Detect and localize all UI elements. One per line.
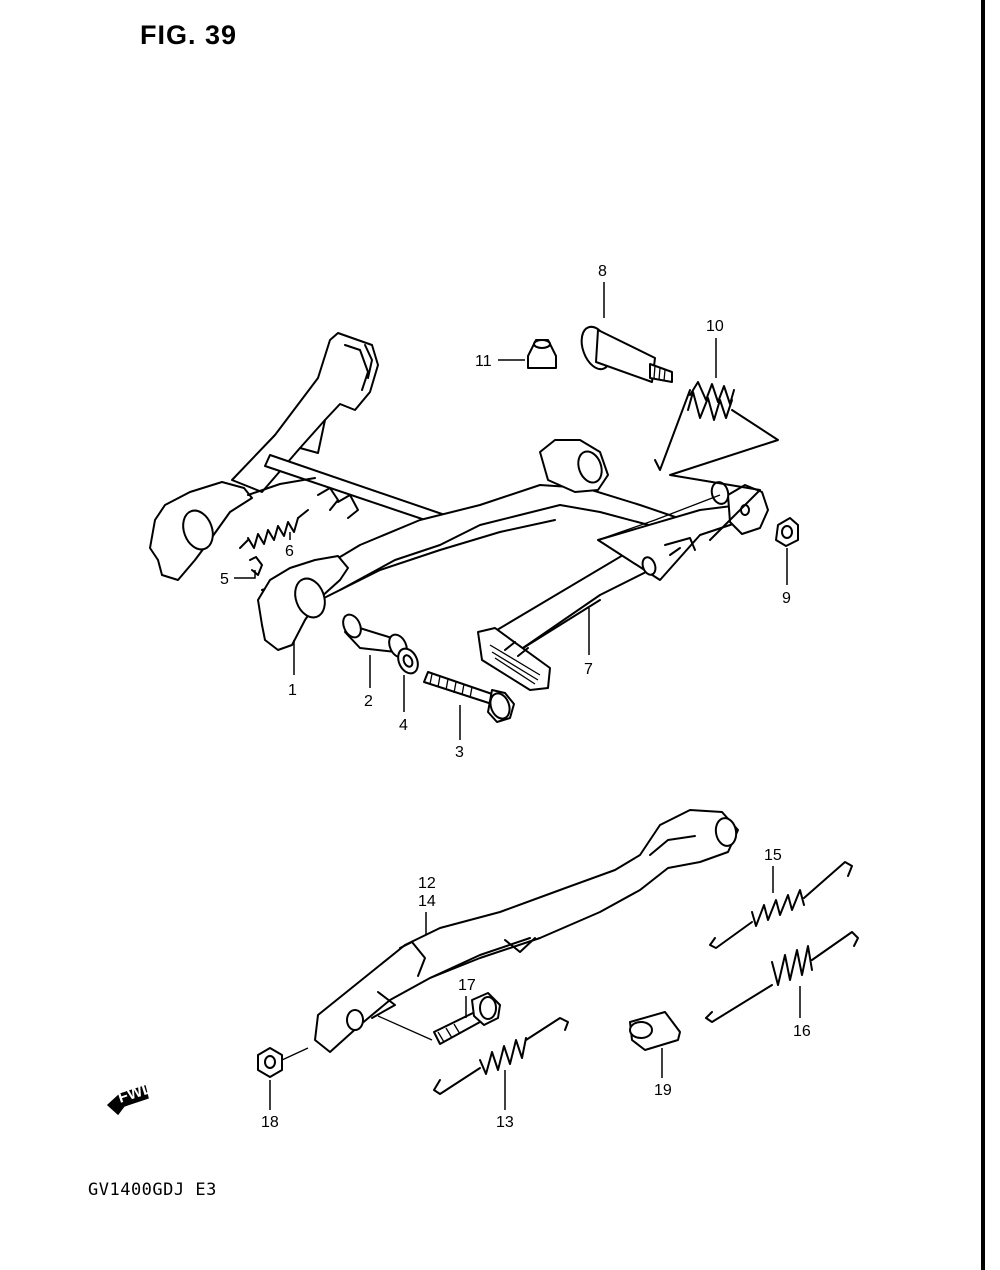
leader-5 [234,570,256,579]
part-19-collar [629,1011,681,1051]
part-3-bolt [423,671,515,723]
part-5-cotter-pin [249,556,263,576]
part-15-spring [709,861,853,949]
callout-10: 10 [706,318,724,335]
callout-6: 6 [285,543,294,560]
callout-18: 18 [261,1114,279,1131]
callout-7: 7 [584,661,593,678]
callout-4: 4 [399,717,408,734]
callout-11: 11 [475,353,492,370]
dashed-guide-12 [377,1015,433,1041]
callout-16: 16 [793,1023,811,1040]
part-7-pedal-arm [477,481,769,691]
part-8-pivot-pin [580,325,673,383]
callout-9: 9 [782,590,791,607]
callout-14: 14 [418,893,436,910]
part-11-rubber-cap [527,339,557,369]
callout-8: 8 [598,263,607,280]
part-9-nut [775,517,799,547]
page-border [981,0,985,1270]
part-4-washer [397,647,419,675]
part-12-side-stand [314,809,739,1053]
callout-19: 19 [654,1082,672,1099]
dashed-guide-7 [597,494,721,541]
callout-15: 15 [764,847,782,864]
model-code: GV1400GDJ E3 [88,1180,217,1200]
callout-5: 5 [220,571,229,588]
callout-13: 13 [496,1114,514,1131]
figure-title: FIG. 39 [140,20,238,50]
callout-3: 3 [455,744,464,761]
callout-12: 12 [418,875,436,892]
part-18-nut [257,1047,309,1078]
part-10-torsion-spring [654,381,779,541]
part-13-spring [433,1017,569,1095]
part-1-stand-frame [149,332,701,651]
callout-1: 1 [288,682,297,699]
fwd-arrow-icon: FWD [106,1079,156,1116]
part-17-bolt [433,992,501,1045]
callout-2: 2 [364,693,373,710]
part-6-spring [239,509,309,549]
part-16-spring [705,931,859,1023]
callout-17: 17 [458,977,476,994]
